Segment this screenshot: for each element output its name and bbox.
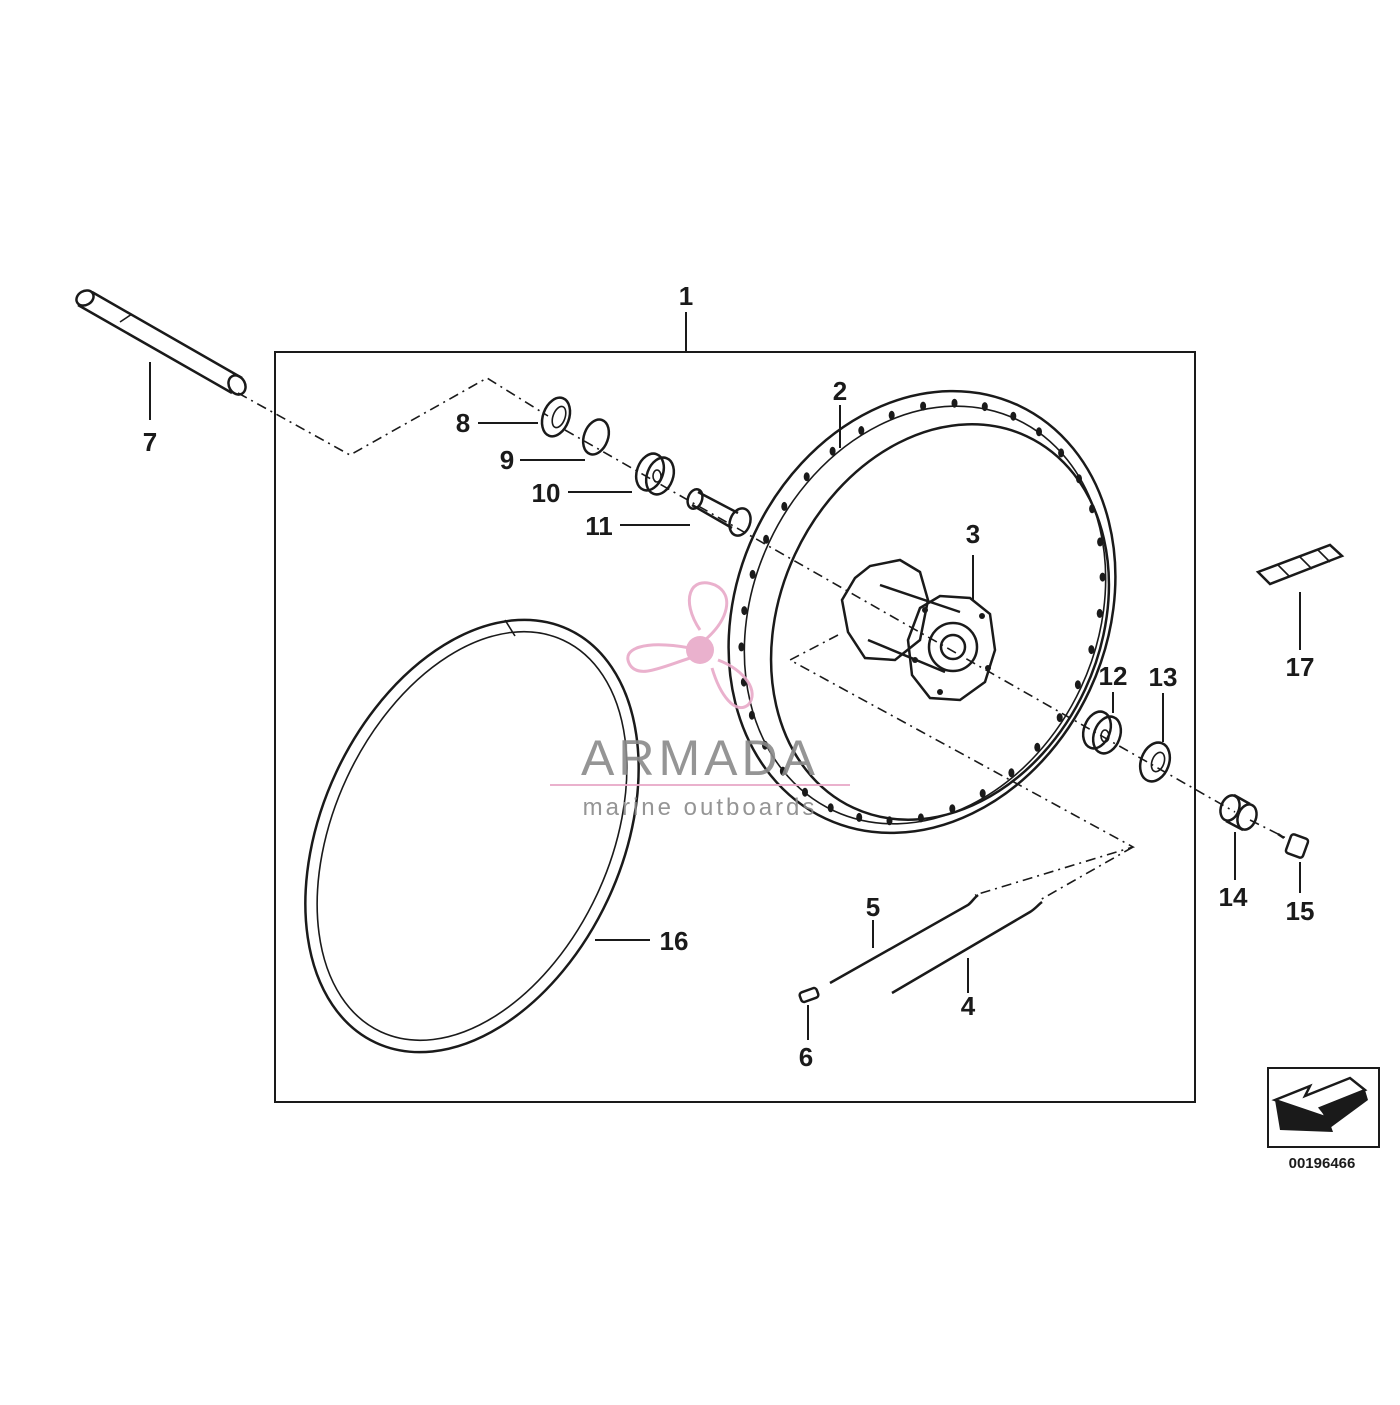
spoke-hole (1056, 713, 1063, 723)
circlip-part (581, 418, 611, 456)
sleeve-right-part (1219, 793, 1258, 832)
spoke-hole (762, 740, 768, 750)
callout-1: 1 (679, 281, 693, 311)
spoke-hole (1034, 742, 1041, 752)
bearing-right-part (1081, 710, 1123, 755)
callout-16: 16 (660, 926, 689, 956)
callout-8: 8 (456, 408, 470, 438)
callout-10: 10 (532, 478, 561, 508)
spoke-hole (802, 787, 808, 797)
balance-weight-part (1255, 543, 1345, 586)
axis-line-hub (564, 429, 1236, 813)
spoke-hole (1097, 537, 1104, 547)
orientation-arrow-box (1267, 1067, 1380, 1148)
spoke-hole (803, 472, 810, 482)
callout-5: 5 (866, 892, 880, 922)
callout-9: 9 (500, 445, 514, 475)
spoke-hole (1088, 645, 1095, 655)
callout-14: 14 (1219, 882, 1248, 912)
spoke-hole (1096, 608, 1103, 618)
callout-7: 7 (143, 427, 157, 457)
spoke-hole (981, 402, 988, 412)
spoke-hole (749, 569, 756, 579)
spoke-hole (1036, 427, 1042, 437)
spoke-hole (781, 501, 788, 511)
hub-part (840, 558, 997, 702)
propeller-icon (626, 581, 754, 709)
spoke-hole (1074, 680, 1081, 690)
axis-line-spokes-2 (1039, 846, 1134, 901)
spoke-hole (856, 812, 863, 822)
seal-right-part (1138, 741, 1172, 783)
spoke-hole (1058, 448, 1065, 458)
spoke-hole (1008, 768, 1015, 778)
spacer-sleeve-part (686, 488, 752, 537)
callout-13: 13 (1149, 662, 1178, 692)
callout-3: 3 (966, 519, 980, 549)
spoke-hole (979, 789, 986, 798)
callout-17: 17 (1286, 652, 1315, 682)
spoke-hole (920, 401, 927, 411)
rim-band-part (304, 618, 640, 1054)
spoke-hole (748, 710, 755, 720)
spoke-hole (1089, 504, 1096, 514)
spoke-hole (738, 642, 745, 652)
spoke-hole (951, 398, 958, 408)
spoke-short-part (891, 901, 1043, 995)
spoke-hole (1010, 411, 1017, 421)
spoke-long-part (829, 894, 979, 985)
spoke-hole (1099, 572, 1106, 582)
spoke-hole (1076, 474, 1082, 484)
spoke-hole (888, 410, 895, 420)
spoke-nipple-part (798, 986, 820, 1004)
callout-15: 15 (1286, 896, 1315, 926)
axis-line-upper (237, 377, 549, 456)
seal-ring-part (540, 396, 572, 438)
watermark-logo: ARMADA marine outboards (550, 581, 850, 821)
spoke-hole (829, 446, 836, 456)
spoke-hole (741, 606, 748, 616)
callout-6: 6 (799, 1042, 813, 1072)
bolt-part (1277, 832, 1310, 859)
callout-4: 4 (961, 991, 976, 1021)
spoke-hole (917, 813, 924, 823)
callout-2: 2 (833, 376, 847, 406)
watermark-subtitle: marine outboards (583, 794, 818, 821)
bearing-part (634, 452, 676, 496)
spoke-hole (827, 803, 834, 813)
axis-line-spokes (788, 634, 1136, 896)
callout-11: 11 (585, 511, 613, 541)
spoke-hole (886, 816, 893, 826)
spoke-hole (949, 804, 956, 814)
rim-spoke-holes (738, 398, 1106, 826)
assembly-frame (274, 351, 1196, 1103)
watermark-title: ARMADA (581, 730, 819, 786)
callout-12: 12 (1099, 661, 1128, 691)
rim-part (727, 389, 1117, 835)
callout-labels: 1 2 3 4 5 6 7 8 9 10 11 12 13 14 15 16 1… (143, 281, 1315, 1072)
reference-number: 00196466 (1289, 1155, 1356, 1172)
spoke-hole (858, 426, 865, 435)
axle-part (75, 289, 247, 396)
spoke-hole (763, 534, 770, 544)
spoke-hole (779, 766, 786, 776)
